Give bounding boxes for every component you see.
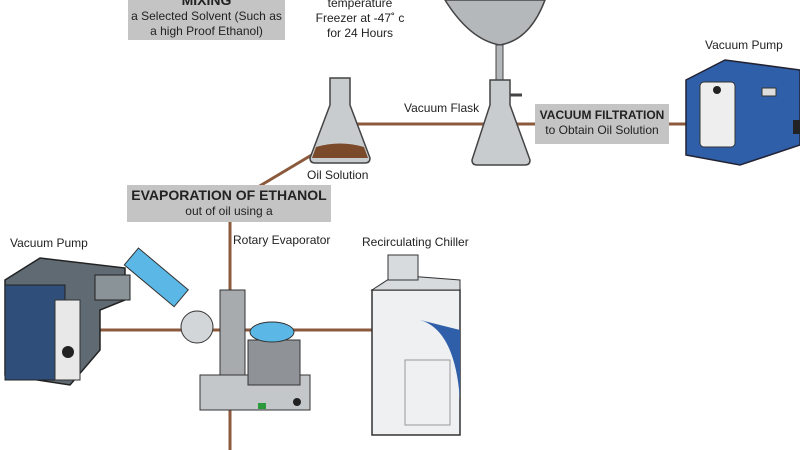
freezer-line-2: Freezer at -47˚ c	[315, 11, 405, 25]
funnel-icon	[444, 0, 546, 81]
oil-solution-label: Oil Solution	[307, 168, 369, 182]
freezer-label: temperature Freezer at -47˚ c for 24 Hou…	[300, 0, 420, 41]
vacuum-pump-right-label: Vacuum Pump	[705, 38, 783, 52]
vacuum-filtration-box: VACUUM FILTRATION to Obtain Oil Solution	[535, 104, 669, 144]
evaporation-title: EVAPORATION OF ETHANOL	[131, 187, 327, 203]
mixing-text: a Selected Solvent (Such as a high Proof…	[131, 9, 282, 38]
mixing-label-box: MIXING a Selected Solvent (Such as a hig…	[128, 0, 285, 40]
mixing-title: MIXING	[181, 0, 232, 8]
evaporation-text: out of oil using a	[185, 204, 273, 218]
vacuum-pump-right-icon	[685, 59, 800, 166]
oil-flask-icon	[309, 77, 371, 164]
vacuum-filtration-title: VACUUM FILTRATION	[539, 108, 665, 122]
vacuum-flask-label: Vacuum Flask	[404, 101, 480, 115]
rotary-evaporator-label: Rotary Evaporator	[233, 233, 331, 247]
freezer-line-1: temperature	[327, 0, 393, 10]
rotary-evaporator-icon	[123, 247, 311, 411]
chiller-icon	[370, 254, 461, 436]
vacuum-filtration-text: to Obtain Oil Solution	[545, 123, 659, 137]
freezer-line-3: for 24 Hours	[326, 26, 394, 40]
evaporation-box: EVAPORATION OF ETHANOL out of oil using …	[127, 185, 331, 222]
vacuum-pump-left-label: Vacuum Pump	[10, 236, 88, 250]
chiller-label: Recirculating Chiller	[362, 235, 469, 249]
vacuum-pump-left-icon	[4, 257, 131, 386]
vacuum-flask-icon	[471, 79, 531, 166]
